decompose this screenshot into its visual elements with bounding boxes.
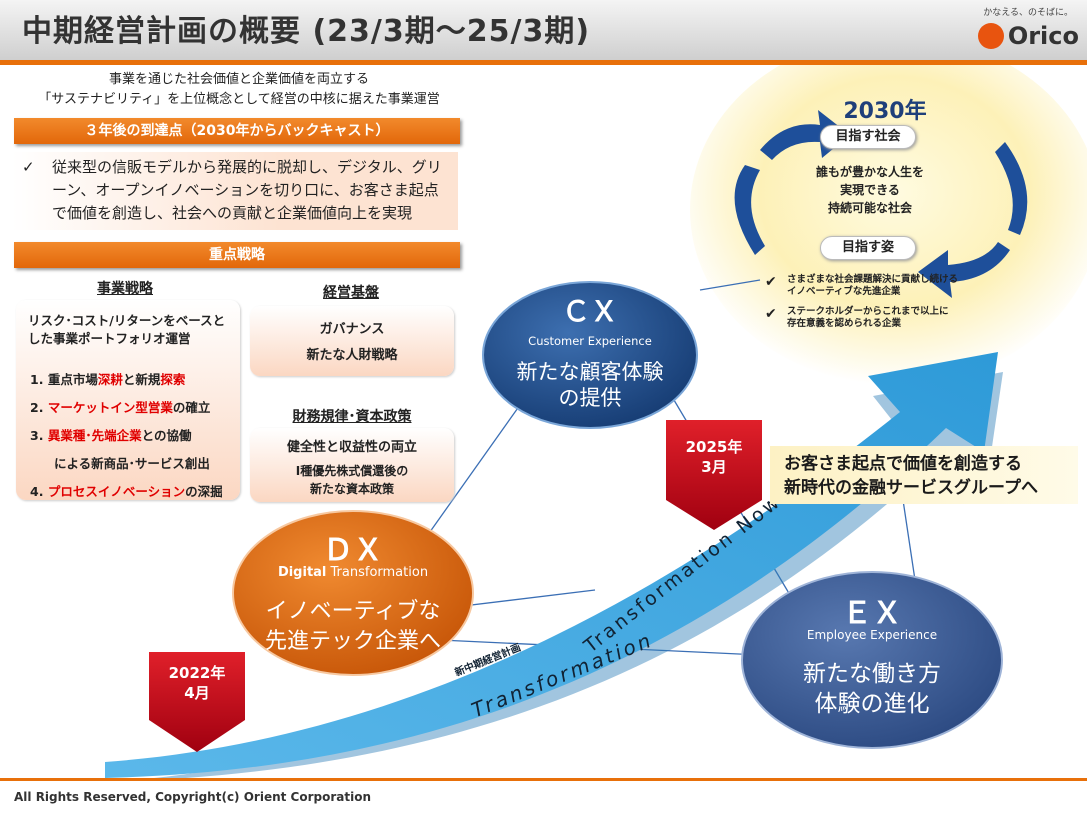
society-label: 目指す社会 [820, 125, 916, 149]
tagline-box: お客さま起点で価値を創造する 新時代の金融サービスグループへ [770, 446, 1078, 504]
business-items-list: 1. 重点市場深耕と新規探索 2. マーケットイン型営業の確立 3. 異業種･先… [30, 366, 223, 506]
dx-subtitle: Digital Transformation [277, 565, 429, 580]
list-item: による新商品･サービス創出 [54, 456, 210, 471]
list-item: 1. 重点市場深耕と新規探索 [30, 372, 186, 387]
dx-line-1: イノベーティブな [265, 599, 441, 624]
ex-line-2: 体験の進化 [814, 691, 930, 717]
intro-line-1: 事業を通じた社会価値と企業価値を両立する [108, 72, 369, 87]
header-bar [0, 0, 1087, 60]
strategy-graphic [105, 65, 1087, 778]
list-item: ✔ ステークホルダーからこれまで以上に存在意義を認められる企業 [765, 306, 949, 329]
goal-banner: ３年後の到達点（2030年からバックキャスト） [14, 118, 460, 144]
foundation-heading: 経営基盤 [323, 285, 379, 301]
aim-list: ✔ さまざまな社会課題解決に貢献し続けるイノベーティブな先進企業 ✔ ステークホ… [765, 274, 958, 330]
cx-label: ＣＸ Customer Experience 新たな顧客体験 の提供 [483, 290, 697, 430]
growth-arrow [105, 352, 998, 778]
vision-year: 2030年 [843, 99, 927, 124]
aim-label: 目指す姿 [820, 236, 916, 260]
goal-box: ✓ 従来型の信販モデルから発展的に脱却し、デジタル、グリーン、オープンイノベーシ… [12, 152, 458, 230]
finance-line-2: I種優先株式償還後の [295, 464, 409, 478]
logo-tagline: かなえる、のそばに。 [983, 8, 1073, 18]
list-item: 3. 異業種･先端企業との協働 [30, 428, 192, 443]
tagline-line-2: 新時代の金融サービスグループへ [784, 478, 1038, 498]
ex-line-1: 新たな働き方 [803, 661, 941, 687]
strategy-banner: 重点戦略 [14, 242, 460, 268]
society-text: 誰もが豊かな人生を実現できる持続可能な社会 [815, 165, 924, 215]
cx-title: ＣＸ [561, 295, 618, 328]
ex-bubble [741, 571, 1003, 749]
orico-logo: Orico [977, 22, 1079, 50]
business-strategy-box: リスク･コスト/リターンをベースと した事業ポートフォリオ運営 1. 重点市場深… [16, 300, 240, 500]
ex-label: ＥＸ Employee Experience 新たな働き方 体験の進化 [742, 588, 1002, 738]
goal-text: 従来型の信販モデルから発展的に脱却し、デジタル、グリーン、オープンイノベーション… [52, 158, 442, 222]
cx-bubble [482, 281, 698, 429]
cx-subtitle: Customer Experience [528, 334, 652, 348]
header-divider [0, 60, 1087, 65]
intro-line-2: 「サステナビリティ」を上位概念として経営の中核に据えた事業運営 [38, 92, 440, 107]
check-icon: ✓ [22, 158, 35, 176]
orico-logo-text: Orico [1007, 22, 1079, 50]
footer-divider [0, 778, 1087, 781]
tagline-line-1: お客さま起点で価値を創造する [784, 454, 1022, 474]
finance-box: 健全性と収益性の両立 I種優先株式償還後の 新たな資本政策 [250, 428, 454, 502]
cx-line-1: 新たな顧客体験 [516, 360, 664, 384]
business-lead-line-1: リスク･コスト/リターンをベースと [28, 313, 226, 328]
dx-title: ＤＸ [323, 533, 383, 568]
check-icon: ✔ [765, 274, 777, 290]
foundation-line-1: ガバナンス [319, 322, 385, 337]
copyright-text: All Rights Reserved, Copyright(c) Orient… [14, 790, 372, 804]
finance-line-1: 健全性と収益性の両立 [286, 440, 417, 455]
ex-title: ＥＸ [842, 596, 902, 631]
milestone-2025-marker [666, 420, 762, 530]
ex-subtitle: Employee Experience [806, 628, 938, 642]
finance-line-3: 新たな資本政策 [309, 482, 394, 496]
list-item: ✔ さまざまな社会課題解決に貢献し続けるイノベーティブな先進企業 [765, 274, 959, 297]
foundation-line-2: 新たな人財戦略 [306, 348, 398, 363]
cx-line-2: の提供 [558, 386, 622, 410]
business-lead-line-2: した事業ポートフォリオ運営 [28, 331, 191, 346]
dx-label: ＤＸ Digital Transformation イノベーティブな 先進テック… [233, 525, 473, 675]
milestone-2022-marker [149, 652, 245, 752]
orico-logo-icon [977, 23, 1004, 49]
dx-bubble [232, 510, 474, 676]
foundation-box: ガバナンス 新たな人財戦略 [250, 306, 454, 376]
finance-heading: 財務規律･資本政策 [292, 409, 412, 425]
page-title: 中期経営計画の概要 (23/3期～25/3期) [22, 14, 591, 49]
business-strategy-heading: 事業戦略 [97, 281, 153, 297]
dx-line-2: 先進テック企業へ [264, 629, 441, 654]
list-item: 2. マーケットイン型営業の確立 [30, 400, 211, 415]
check-icon: ✔ [765, 306, 777, 322]
list-item: 4. プロセスイノベーションの深掘 [30, 484, 223, 499]
